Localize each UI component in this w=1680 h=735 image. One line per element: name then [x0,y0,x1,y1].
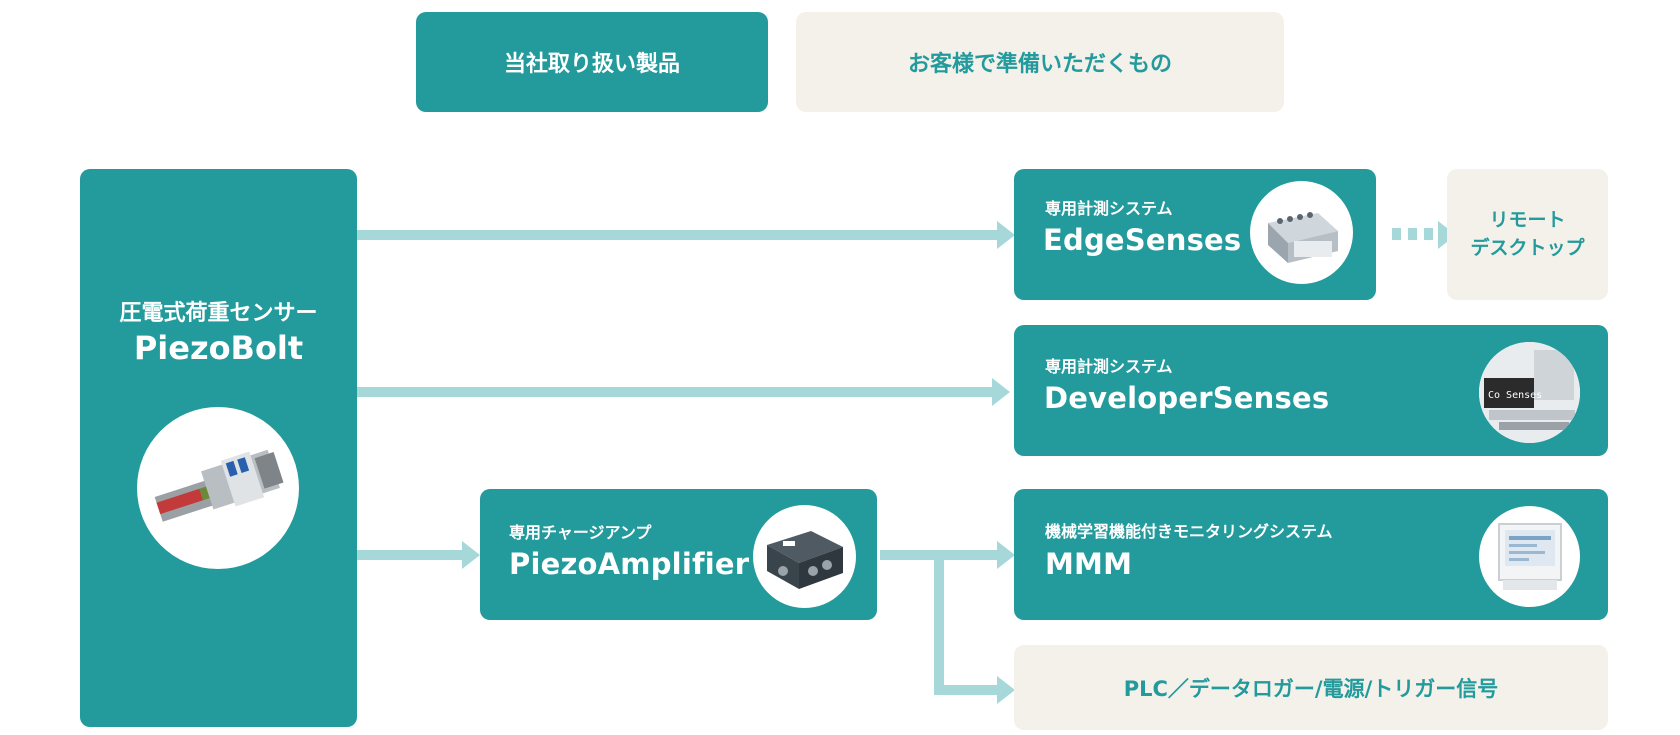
mmm-name: MMM [1045,547,1133,581]
plc-box: PLC／データロガー/電源/トリガー信号 [1014,645,1608,730]
remote-desktop-box: リモート デスクトップ [1447,169,1608,300]
piezobolt-name: PiezoBolt [133,329,304,367]
legend-own-products-label: 当社取り扱い製品 [503,52,680,77]
mmm-image [1479,506,1580,607]
arrowhead-developersenses [992,378,1010,406]
legend-customer-prepared: お客様で準備いただくもの [796,12,1284,112]
legend-customer-prepared-label: お客様で準備いただくもの [907,52,1172,77]
branch-to-plc [934,550,944,695]
dot-2 [1408,228,1417,240]
remote-desktop-line1: リモート [1489,209,1566,231]
svg-text:Co Senses: Co Senses [1488,390,1542,401]
developersenses-name: DeveloperSenses [1044,381,1330,415]
piezobolt-image [137,407,299,569]
arrowhead-piezoamplifier [462,541,480,569]
arrow-to-edgesenses [357,230,997,240]
plc-label: PLC／データロガー/電源/トリガー信号 [1123,677,1499,701]
piezoamplifier-image [753,505,856,608]
piezoamplifier-label: 専用チャージアンプ [509,523,652,542]
mmm-label: 機械学習機能付きモニタリングシステム [1045,522,1333,541]
edgesenses-box: 専用計測システム EdgeSenses [1014,169,1376,300]
edgesenses-image [1250,181,1353,284]
developersenses-box: 専用計測システム DeveloperSenses Co Senses [1014,325,1608,456]
edgesenses-label: 専用計測システム [1045,199,1173,218]
piezoamplifier-box: 専用チャージアンプ PiezoAmplifier [480,489,877,620]
remote-desktop-line2: デスクトップ [1470,237,1585,259]
dot-3 [1424,228,1433,240]
arrowhead-mmm [997,541,1015,569]
developersenses-image: Co Senses [1479,342,1580,443]
piezobolt-box: 圧電式荷重センサー PiezoBolt [80,169,357,727]
mmm-box: 機械学習機能付きモニタリングシステム MMM [1014,489,1608,620]
edgesenses-name: EdgeSenses [1043,223,1242,257]
developersenses-label: 専用計測システム [1045,357,1173,376]
arrow-to-piezoamplifier [357,550,462,560]
arrow-to-developersenses [357,387,992,397]
arrowhead-edgesenses [997,221,1015,249]
piezoamplifier-name: PiezoAmplifier [509,547,750,581]
arrowhead-plc [997,676,1015,704]
legend-own-products: 当社取り扱い製品 [416,12,768,112]
piezobolt-label: 圧電式荷重センサー [119,301,318,326]
dot-1 [1392,228,1401,240]
arrow-to-plc [934,685,997,695]
